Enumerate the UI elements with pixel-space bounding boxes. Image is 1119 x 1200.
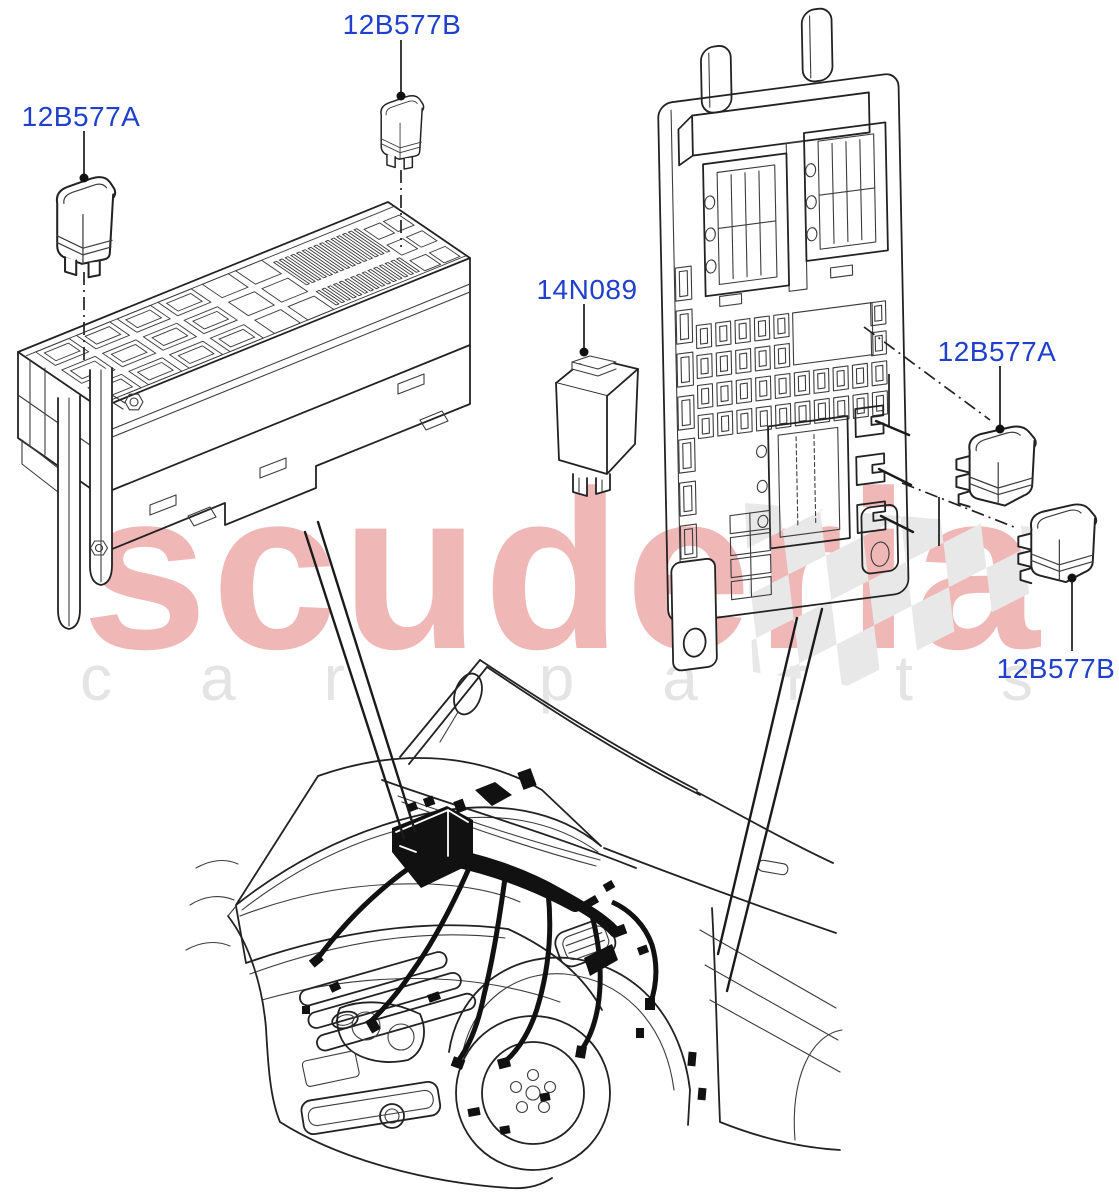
dash-leader-line <box>863 326 1015 528</box>
part-label-relay-engine-b: 12B577B <box>343 9 462 40</box>
part-label-flasher-relay: 14N089 <box>536 274 637 305</box>
dash-leader-line <box>83 170 402 362</box>
flasher-relay-illustration <box>555 355 639 497</box>
relay-engine-box-b-illustration <box>380 94 425 170</box>
vehicle-illustration <box>185 659 843 1190</box>
part-label-relay-engine-a: 12B577A <box>22 101 141 132</box>
engine-fusebox-illustration <box>17 201 471 630</box>
part-labels: 12B577A 12B577B 14N089 12B577A 12B577B <box>22 9 1116 684</box>
relay-passenger-a-illustration <box>955 425 1037 508</box>
part-label-relay-passenger-b: 12B577B <box>997 653 1116 684</box>
engine-bay-junction-box <box>392 795 473 888</box>
relay-engine-box-a-illustration <box>55 176 117 279</box>
watermark: scuderia car parts <box>80 443 1119 714</box>
watermark-tagline-text: car parts <box>80 642 1119 714</box>
wiring-harness <box>302 768 707 1135</box>
watermark-brand-text: scuderia <box>82 443 1044 696</box>
pointer-lines <box>303 520 824 993</box>
passenger-fusebox-illustration <box>657 7 1015 672</box>
part-label-relay-passenger-a: 12B577A <box>938 336 1057 367</box>
